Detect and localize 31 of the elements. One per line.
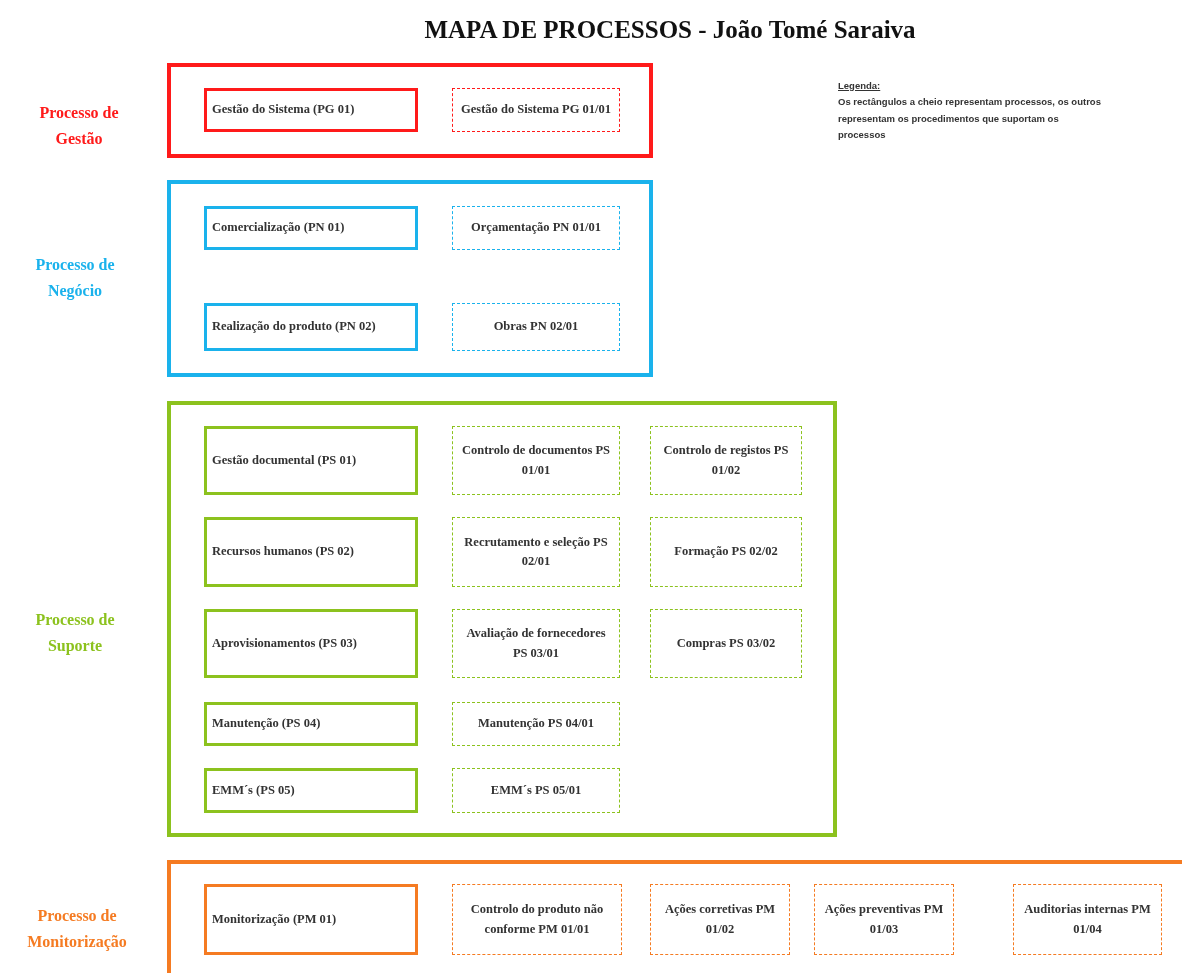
group-heading: Processo de Suporte (34, 610, 116, 657)
process-box: Gestão documental (PS 01) (204, 426, 418, 495)
procedure-box: Formação PS 02/02 (650, 517, 802, 587)
procedure-box: Controlo do produto não conforme PM 01/01 (452, 884, 622, 955)
procedure-box: Manutenção PS 04/01 (452, 702, 620, 746)
procedure-box: Auditorias internas PM 01/04 (1013, 884, 1162, 955)
group-heading: Processo de Monitorização (26, 906, 128, 953)
procedure-box: Recrutamento e seleção PS 02/01 (452, 517, 620, 587)
procedure-box: Orçamentação PN 01/01 (452, 206, 620, 250)
procedure-box: Ações preventivas PM 01/03 (814, 884, 954, 955)
process-box: Recursos humanos (PS 02) (204, 517, 418, 587)
process-box: Monitorização (PM 01) (204, 884, 418, 955)
group-heading: Processo de Negócio (34, 255, 116, 302)
process-box: EMM´s (PS 05) (204, 768, 418, 813)
procedure-box: Gestão do Sistema PG 01/01 (452, 88, 620, 132)
process-box: Comercialização (PN 01) (204, 206, 418, 250)
procedure-box: Controlo de registos PS 01/02 (650, 426, 802, 495)
procedure-box: Ações corretivas PM 01/02 (650, 884, 790, 955)
procedure-box: Controlo de documentos PS 01/01 (452, 426, 620, 495)
procedure-box: EMM´s PS 05/01 (452, 768, 620, 813)
procedure-box: Obras PN 02/01 (452, 303, 620, 351)
group-heading: Processo de Gestão (38, 103, 120, 149)
procedure-box: Avaliação de fornecedores PS 03/01 (452, 609, 620, 678)
process-box: Aprovisionamentos (PS 03) (204, 609, 418, 678)
legend-note: Os rectângulos a cheio representam processos, os outros representam os procedimentos que suportam os processos (838, 95, 1102, 143)
process-box: Gestão do Sistema (PG 01) (204, 88, 418, 132)
diagram-title: MAPA DE PROCESSOS - João Tomé Saraiva (423, 16, 917, 44)
procedure-box: Compras PS 03/02 (650, 609, 802, 678)
process-box: Manutenção (PS 04) (204, 702, 418, 746)
legend-heading: Legenda: (838, 79, 881, 93)
process-box: Realização do produto (PN 02) (204, 303, 418, 351)
